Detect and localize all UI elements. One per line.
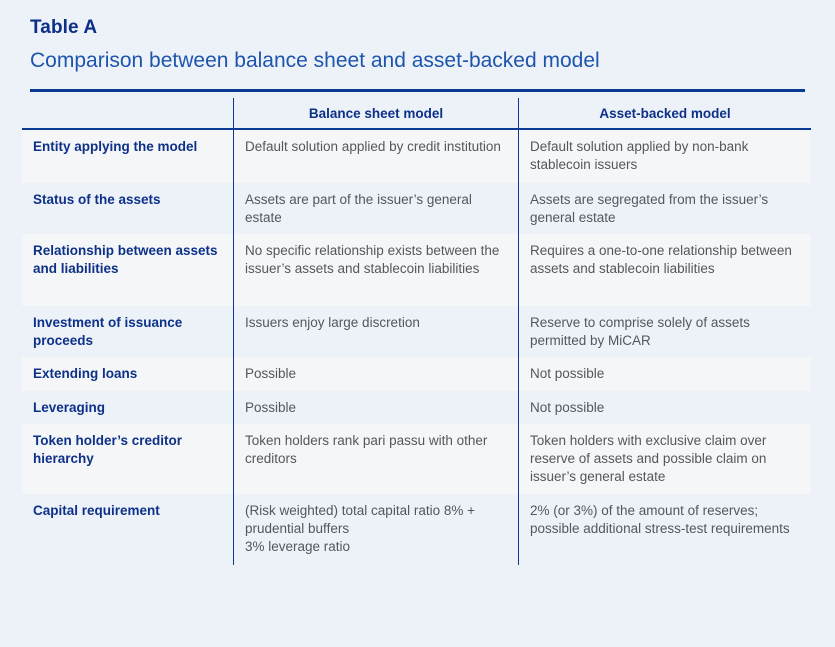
balance-sheet-cell: Issuers enjoy large discretion	[233, 306, 518, 357]
balance-sheet-cell: Assets are part of the issuer’s general …	[233, 183, 518, 234]
table-row: Status of the assets Assets are part of …	[22, 183, 811, 234]
header-asset-backed-model: Asset-backed model	[518, 98, 811, 128]
table-row: Entity applying the model Default soluti…	[22, 130, 811, 183]
asset-backed-cell: Not possible	[518, 391, 811, 424]
table-row: Capital requirement (Risk weighted) tota…	[22, 494, 811, 565]
balance-sheet-cell: Token holders rank pari passu with other…	[233, 424, 518, 494]
table-row: Extending loans Possible Not possible	[22, 357, 811, 391]
row-label: Extending loans	[33, 366, 138, 381]
balance-sheet-cell: Possible	[233, 391, 518, 424]
row-label: Status of the assets	[33, 192, 161, 207]
table-header-row: Balance sheet model Asset-backed model	[22, 98, 811, 130]
balance-sheet-cell: No specific relationship exists between …	[233, 234, 518, 306]
table-caption: Table A	[30, 17, 98, 38]
asset-backed-cell: 2% (or 3%) of the amount of reserves; po…	[518, 494, 811, 565]
asset-backed-cell: Assets are segregated from the issuer’s …	[518, 183, 811, 234]
balance-sheet-cell: (Risk weighted) total capital ratio 8% +…	[233, 494, 518, 565]
header-balance-sheet-model: Balance sheet model	[233, 98, 518, 128]
table-row: Relationship between assets and liabilit…	[22, 234, 811, 306]
asset-backed-cell: Not possible	[518, 357, 811, 391]
asset-backed-cell: Default solution applied by non-bank sta…	[518, 130, 811, 183]
row-label: Leveraging	[33, 400, 106, 415]
row-label: Relationship between assets and liabilit…	[33, 243, 218, 276]
table-row: Token holder’s creditor hierarchy Token …	[22, 424, 811, 494]
table-row: Investment of issuance proceeds Issuers …	[22, 306, 811, 357]
header-corner-cell	[22, 98, 233, 128]
asset-backed-cell: Token holders with exclusive claim over …	[518, 424, 811, 494]
row-label: Entity applying the model	[33, 139, 198, 154]
asset-backed-cell: Reserve to comprise solely of assets per…	[518, 306, 811, 357]
row-label: Capital requirement	[33, 503, 160, 518]
row-label: Investment of issuance proceeds	[33, 315, 183, 348]
balance-sheet-cell: Default solution applied by credit insti…	[233, 130, 518, 183]
table-row: Leveraging Possible Not possible	[22, 391, 811, 424]
comparison-table: Balance sheet model Asset-backed model E…	[22, 98, 811, 565]
title-rule-divider	[30, 89, 805, 92]
page: Table A Comparison between balance sheet…	[0, 17, 835, 647]
table-subtitle: Comparison between balance sheet and ass…	[30, 49, 600, 72]
asset-backed-cell: Requires a one-to-one relationship betwe…	[518, 234, 811, 306]
row-label: Token holder’s creditor hierarchy	[33, 433, 183, 466]
table-body: Entity applying the model Default soluti…	[22, 130, 811, 565]
balance-sheet-cell: Possible	[233, 357, 518, 391]
